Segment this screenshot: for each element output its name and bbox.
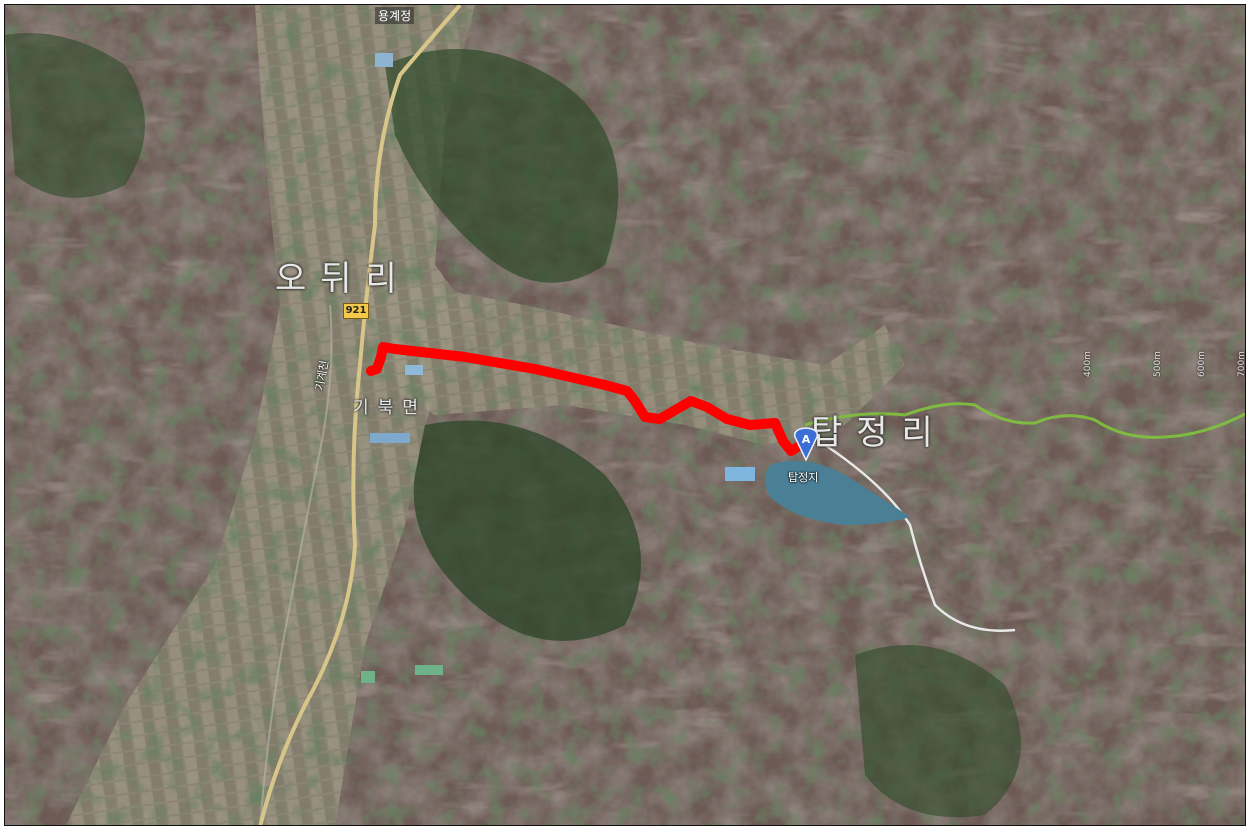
building-roof <box>725 467 755 481</box>
satellite-map[interactable] <box>5 5 1246 826</box>
contour-label: 700m <box>1237 351 1246 377</box>
forest-south <box>413 420 641 641</box>
east-road[interactable] <box>824 443 1016 632</box>
label-village-east: 탑정리 <box>811 413 947 453</box>
forest-southeast <box>855 645 1021 818</box>
building-roof <box>415 665 443 675</box>
building-roof <box>370 433 410 443</box>
highlighted-route[interactable] <box>366 342 810 456</box>
route-921-badge: 921 <box>343 303 369 319</box>
stream-line <box>259 304 333 825</box>
building-roof <box>375 53 393 67</box>
label-district: 기북면 <box>353 398 427 418</box>
contour-label: 600m <box>1197 351 1207 377</box>
forest-west <box>5 33 145 198</box>
contour-label: 400m <box>1083 351 1093 377</box>
forest-north <box>385 49 619 283</box>
road-921[interactable] <box>258 5 462 826</box>
reservoir-water <box>765 460 910 525</box>
forest-texture <box>5 5 1245 825</box>
label-reservoir: 탑정지 <box>788 471 819 484</box>
building-roof <box>405 365 423 375</box>
marker-letter: A <box>802 433 811 446</box>
building-roof <box>361 671 375 683</box>
location-marker-icon[interactable]: A <box>793 427 819 461</box>
label-village-west: 오뒤리 <box>275 259 411 299</box>
label-top-village: 용계정 <box>375 7 415 24</box>
contour-label: 500m <box>1153 351 1163 377</box>
hiking-trail[interactable] <box>804 402 1246 439</box>
map-frame[interactable]: 용계정 오뒤리 탑정리 기북면 기계천 921 400m 500m 600m 7… <box>4 4 1246 826</box>
